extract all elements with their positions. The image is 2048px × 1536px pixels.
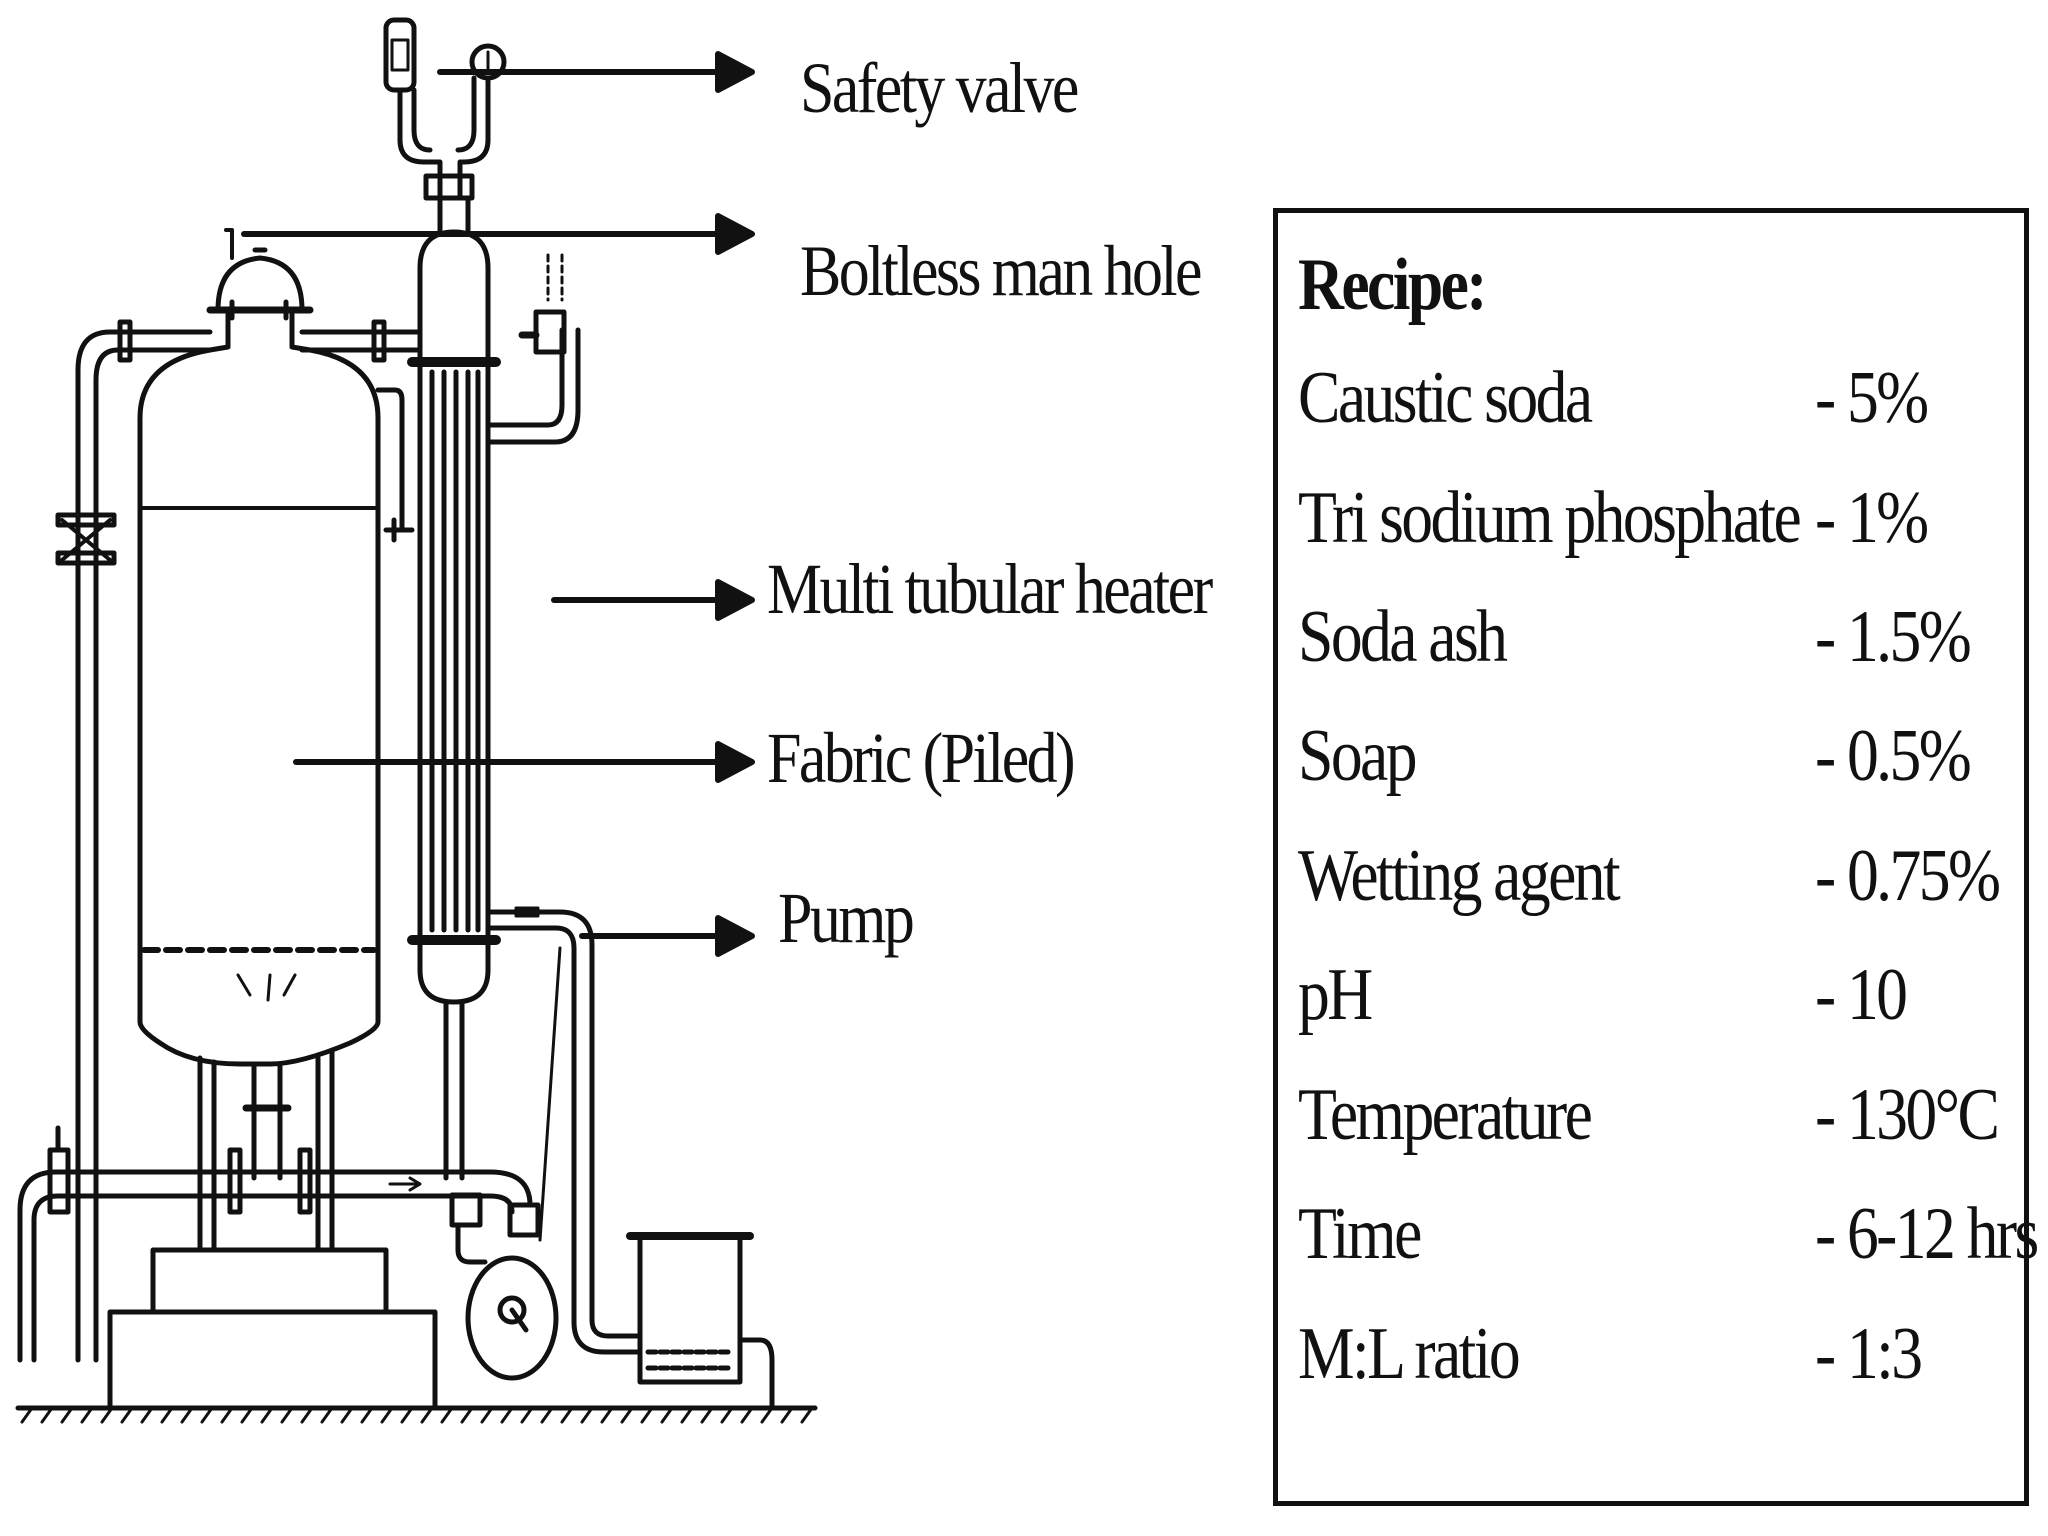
level-gauge xyxy=(375,387,415,543)
fabric-piled-label: Fabric (Piled) xyxy=(767,718,1076,798)
safety-valve-arrow xyxy=(437,51,755,93)
pump xyxy=(449,946,562,1381)
left-recirculation-pipe xyxy=(55,319,213,1363)
top-connecting-pipe xyxy=(299,319,423,363)
boltless-man-hole xyxy=(206,228,314,321)
safety-valve-label: Safety valve xyxy=(800,48,1079,128)
return-pipe xyxy=(485,906,643,1355)
recipe-item-value: - 5% xyxy=(1815,357,1929,439)
recipe-item-value: - 0.75% xyxy=(1815,835,2001,917)
recipe-item-name: Temperature xyxy=(1298,1074,1593,1156)
fabric-piled-arrow xyxy=(293,741,755,783)
boltless-man-hole-arrow xyxy=(241,213,755,255)
multi-tubular-heater-label: Multi tubular heater xyxy=(767,549,1213,629)
recipe-item-value: - 130°C xyxy=(1815,1074,2000,1156)
recipe-item-name: Soda ash xyxy=(1298,596,1508,678)
recipe-item-name: M:L ratio xyxy=(1298,1313,1521,1395)
callout-arrows xyxy=(241,51,755,957)
recipe-item-name: Time xyxy=(1298,1193,1422,1275)
kier-vessel xyxy=(137,307,381,1253)
recipe-box: Recipe: Caustic soda - 5% Tri sodium pho… xyxy=(1273,208,2039,1506)
recipe-item-value: - 10 xyxy=(1815,954,1908,1036)
recipe-item-value: - 1% xyxy=(1815,477,1929,559)
recipe-item-name: pH xyxy=(1298,954,1373,1036)
recipe-item-name: Caustic soda xyxy=(1298,357,1593,439)
multi-tubular-heater xyxy=(407,229,581,1181)
recipe-item-value: - 1:3 xyxy=(1815,1313,1923,1395)
recipe-item-name: Soap xyxy=(1298,715,1418,797)
recipe-item-value: - 0.5% xyxy=(1815,715,1972,797)
foundation-blocks xyxy=(107,1247,438,1411)
safety-valve xyxy=(383,17,507,235)
multi-tubular-heater-arrow xyxy=(551,579,755,621)
additive-tank xyxy=(626,1232,775,1411)
recipe-item-value: - 6-12 hrs xyxy=(1815,1193,2039,1275)
recipe-item-name: Tri sodium phosphate xyxy=(1298,477,1802,559)
pump-label: Pump xyxy=(778,878,915,958)
recipe-title: Recipe: xyxy=(1298,244,1487,326)
pump-arrow xyxy=(579,915,755,957)
boltless-man-hole-label: Boltless man hole xyxy=(800,231,1202,311)
recipe-item-name: Wetting agent xyxy=(1298,835,1621,917)
recipe-item-value: - 1.5% xyxy=(1815,596,1972,678)
